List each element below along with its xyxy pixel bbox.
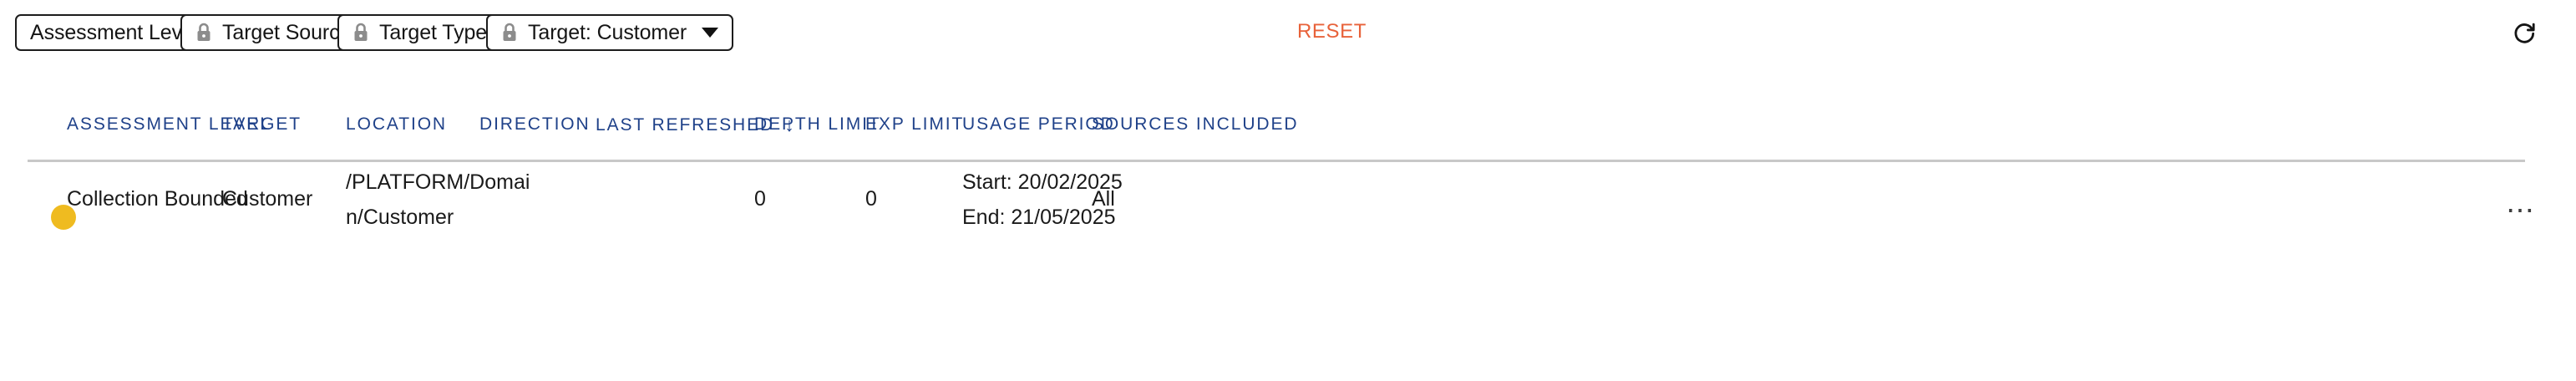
column-header-location[interactable]: LOCATION: [346, 110, 447, 139]
lock-icon: [501, 23, 518, 43]
column-header-depth-limit[interactable]: DEPTH LIMIT: [754, 110, 881, 139]
filter-chip-label: Target: Customer: [528, 20, 687, 44]
lock-icon: [352, 23, 369, 43]
filter-bar: Assessment Level: All Target Source: All…: [0, 0, 2576, 65]
column-header-usage-period[interactable]: USAGE PERIOD: [962, 110, 1115, 139]
column-header-label: LAST REFRESHED: [596, 115, 775, 135]
column-header-label: USAGE PERIOD: [962, 114, 1115, 134]
refresh-icon[interactable]: [2508, 17, 2540, 48]
column-header-label: DEPTH LIMIT: [754, 114, 881, 134]
status-badge: [51, 205, 76, 230]
table-header-row: ASSESSMENT LEVEL TARGET LOCATION DIRECTI…: [0, 110, 2576, 139]
table-row[interactable]: Collection Bounded Customer /PLATFORM/Do…: [0, 167, 2576, 259]
column-header-direction[interactable]: DIRECTION: [479, 110, 591, 139]
cell-depth-limit: 0: [754, 187, 766, 211]
column-header-label: LOCATION: [346, 114, 447, 134]
filter-chip-target[interactable]: Target: Customer: [486, 14, 734, 51]
header-divider: [28, 160, 2525, 162]
column-header-last-refreshed[interactable]: LAST REFRESHED ↓: [596, 110, 794, 140]
cell-sources-included: All: [1092, 187, 1115, 211]
cell-target: Customer: [222, 187, 313, 211]
cell-assessment-level: Collection Bounded: [67, 187, 248, 211]
cell-usage-period: Start: 20/02/2025 End: 21/05/2025: [962, 170, 1123, 229]
table-body: Collection Bounded Customer /PLATFORM/Do…: [0, 167, 2576, 259]
sort-descending-icon: ↓: [784, 114, 794, 135]
column-header-target[interactable]: TARGET: [222, 110, 302, 139]
column-header-label: DIRECTION: [479, 114, 591, 134]
cell-location: /PLATFORM/Domai n/Customer: [346, 170, 530, 229]
column-header-label: SOURCES INCLUDED: [1092, 114, 1299, 134]
column-header-label: ASSESSMENT LEVEL: [67, 114, 271, 134]
column-header-assessment-level[interactable]: ASSESSMENT LEVEL: [67, 110, 271, 139]
row-overflow-menu-button[interactable]: ⋯: [2506, 195, 2536, 226]
reset-button[interactable]: RESET: [1297, 20, 1367, 43]
column-header-label: EXP LIMIT: [865, 114, 965, 134]
chevron-down-icon: [702, 28, 719, 38]
lock-icon: [195, 23, 212, 43]
cell-exp-limit: 0: [865, 187, 877, 211]
column-header-exp-limit[interactable]: EXP LIMIT: [865, 110, 964, 139]
column-header-label: TARGET: [222, 114, 302, 134]
column-header-sources-included[interactable]: SOURCES INCLUDED: [1092, 110, 1298, 139]
